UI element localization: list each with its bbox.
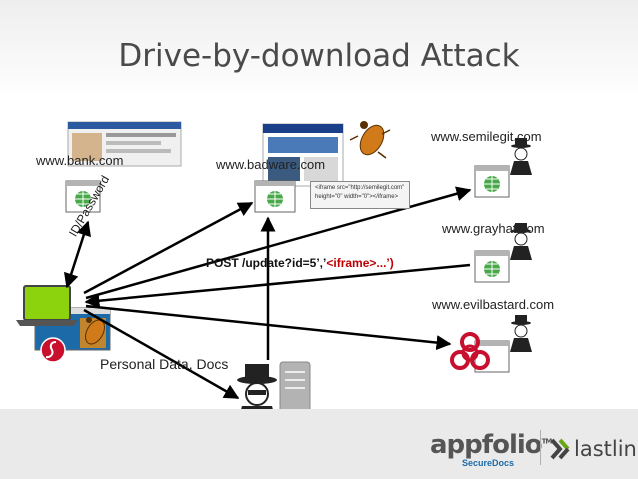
spy-icon-grayhat xyxy=(510,223,532,260)
title-bar xyxy=(0,0,638,100)
personal-data-label: Personal Data, Docs xyxy=(100,356,229,372)
arrow-from-grayhat xyxy=(84,263,471,309)
site-label-grayhat: www.grayhat.com xyxy=(442,221,545,236)
site-label-evilbastard: www.evilbastard.com xyxy=(432,297,555,312)
arrow-bank-idpw xyxy=(64,220,91,289)
post-request-prefix: POST /update?id=5’,’ xyxy=(206,256,327,270)
bank-server xyxy=(65,180,101,213)
bug-icon xyxy=(349,121,391,159)
bank-site-thumbnail xyxy=(67,121,182,167)
bug-icon-small xyxy=(85,317,106,345)
biohazard-icon xyxy=(450,332,490,370)
appfolio-logo-text: appfolio xyxy=(430,430,543,460)
slide-title: Drive-by-download Attack xyxy=(118,38,520,74)
attacker-server-icon xyxy=(279,361,311,413)
arrow-to-badware xyxy=(83,201,254,295)
logo-separator xyxy=(540,430,541,465)
post-request-suffix: ...’) xyxy=(376,256,394,270)
semilegit-server xyxy=(474,165,510,198)
arrow-to-attacker xyxy=(83,308,240,400)
badware-server xyxy=(254,180,296,213)
spy-icon-evilbastard xyxy=(510,315,532,352)
site-label-badware: www.badware.com xyxy=(216,157,326,172)
site-label-semilegit: www.semilegit.com xyxy=(431,129,542,144)
appfolio-logo: appfolioTM xyxy=(430,430,553,460)
post-request-tag: <iframe> xyxy=(326,256,377,270)
laptop-icon xyxy=(16,285,78,326)
spy-icon-semilegit xyxy=(510,138,532,175)
site-label-bank: www.bank.com xyxy=(36,153,124,168)
lastline-logo-text: lastline xyxy=(574,437,638,461)
lastline-mark-icon xyxy=(550,438,570,460)
grayhat-server xyxy=(474,250,510,283)
post-request-label: POST /update?id=5’,’<iframe>...’) xyxy=(206,256,394,270)
flash-icon xyxy=(40,337,66,363)
iframe-code-box: <iframe src="http://semilegit.com" heigh… xyxy=(310,181,410,209)
appfolio-logo-sub: SecureDocs xyxy=(462,458,515,468)
footer xyxy=(0,409,638,479)
badware-site-thumbnail xyxy=(262,123,344,187)
appfolio-logo-tm: TM xyxy=(541,437,553,446)
